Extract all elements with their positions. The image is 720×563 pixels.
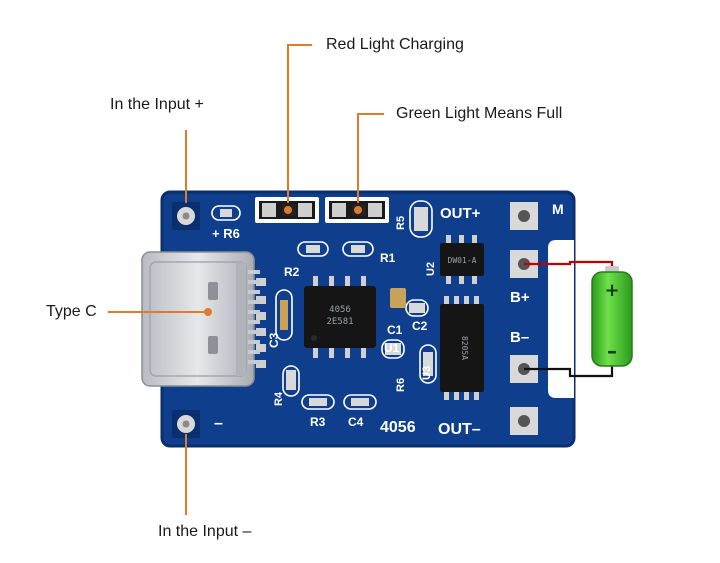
- silk-out-plus: OUT+: [440, 205, 481, 222]
- green-light-label: Green Light Means Full: [396, 105, 563, 122]
- silk-minus: –: [214, 415, 223, 432]
- smd-parts: [220, 207, 433, 406]
- type-c-connector: [141, 251, 260, 387]
- u3-marking: 8205A: [460, 336, 469, 360]
- u2-chip: DW01-A: [440, 235, 484, 284]
- silk-r3: R3: [310, 415, 326, 429]
- silk-r6-b: R6: [395, 378, 407, 392]
- passive-footprints: [211, 200, 437, 410]
- type-c-label: Type C: [46, 303, 97, 320]
- silk-b-plus: B+: [510, 289, 530, 306]
- u1-marking-2: 2E581: [326, 317, 353, 327]
- u2-marking: DW01-A: [448, 256, 477, 265]
- black-wire: [524, 362, 614, 378]
- silk-plus-r6: + R6: [212, 226, 240, 241]
- silk-b-minus: B–: [510, 329, 529, 346]
- svg-text:–: –: [607, 339, 617, 363]
- u3-chip: 8205A: [440, 296, 484, 400]
- green-led-dot: [354, 206, 362, 214]
- silk-u2: U2: [425, 262, 437, 276]
- u1-chip: 4056 2E581: [304, 276, 376, 358]
- silk-u1: U1: [384, 341, 400, 355]
- resistor-array: [256, 278, 266, 368]
- silk-model: 4056: [380, 419, 416, 436]
- input-minus-pad: [172, 410, 200, 438]
- silk-r4: R4: [273, 391, 285, 406]
- input-minus-label: In the Input –: [158, 523, 252, 540]
- silk-c3: C3: [267, 332, 281, 348]
- type-c-dot: [204, 308, 212, 316]
- svg-text:+: +: [604, 280, 619, 301]
- silk-c4: C4: [348, 415, 364, 429]
- battery-icon: + –: [591, 266, 633, 367]
- input-plus-pad: [172, 202, 200, 230]
- silk-out-minus: OUT–: [438, 421, 481, 438]
- out-minus-pad: [510, 407, 538, 435]
- silk-r2: R2: [284, 265, 300, 279]
- silk-r5: R5: [395, 216, 407, 230]
- red-light-label: Red Light Charging: [326, 36, 464, 53]
- out-plus-pad: [510, 202, 538, 230]
- pcb-notch: [548, 240, 574, 398]
- silk-c1: C1: [387, 323, 403, 337]
- silk-u3: U3: [421, 366, 433, 380]
- input-plus-label: In the Input +: [110, 96, 204, 113]
- red-led-dot: [284, 206, 292, 214]
- silk-r1: R1: [380, 251, 396, 265]
- silk-c2: C2: [412, 319, 428, 333]
- silk-m: M: [552, 201, 564, 217]
- u1-marking-1: 4056: [329, 305, 351, 315]
- annotation-lines: [108, 44, 384, 515]
